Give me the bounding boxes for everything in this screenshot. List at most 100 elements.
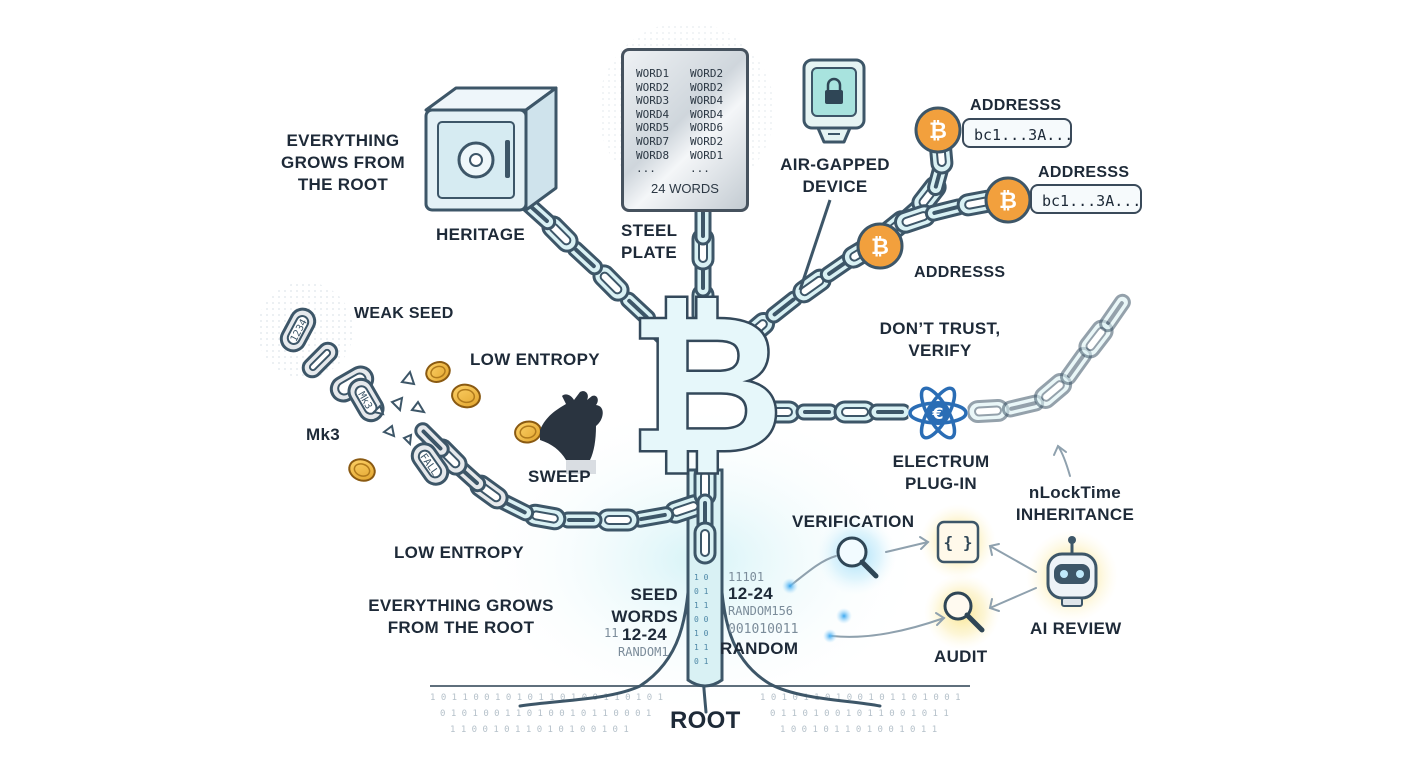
label-binary-trunk-2: 001010011 xyxy=(728,622,799,637)
chain-link xyxy=(894,204,936,234)
svg-text:₿: ₿ xyxy=(929,119,947,144)
chain-link xyxy=(619,291,657,327)
chain-link xyxy=(757,400,801,424)
chain-link xyxy=(566,240,604,276)
bitcoin-coin-icon: ₿ xyxy=(914,106,962,154)
steel-plate-word: ... xyxy=(636,162,656,176)
chain-link xyxy=(301,341,339,379)
label-weak-seed: WEAK SEED xyxy=(354,305,454,322)
label-seed-range: 12-24 xyxy=(622,625,667,644)
steel-plate-word: WORD2 xyxy=(690,134,724,148)
hardware-wallet-icon xyxy=(802,58,866,144)
svg-text:1 0: 1 0 xyxy=(694,573,709,582)
svg-text:0 1: 0 1 xyxy=(694,587,709,596)
label-audit: AUDIT xyxy=(934,647,988,666)
chain-link xyxy=(795,403,839,421)
data-dot-3 xyxy=(823,629,837,643)
label-heritage: HERITAGE xyxy=(436,225,525,244)
code-braces-icon: { } xyxy=(936,520,980,564)
svg-text:₿: ₿ xyxy=(999,189,1017,214)
svg-text:0 1 1 0 1 0 0 1 0 1 1 0 0 1 0: 0 1 1 0 1 0 0 1 0 1 1 0 0 1 0 1 1 xyxy=(770,709,949,719)
svg-text:1 0 0 1 0 1 1 0 1 0 0 1 0 1 1: 1 0 0 1 0 1 1 0 1 0 0 1 0 1 1 xyxy=(780,725,937,735)
chain-link xyxy=(631,506,675,528)
label-steel-plate: STEEL PLATE xyxy=(621,221,678,262)
svg-text:1 0 1 0 1 1 0 1 0 0 1 0 1 1 0: 1 0 1 0 1 1 0 1 0 0 1 0 1 1 0 1 0 0 1 xyxy=(760,693,960,703)
steel-plate-word: WORD4 xyxy=(690,107,724,121)
svg-text:₿: ₿ xyxy=(629,279,784,491)
steel-plate-word: WORD7 xyxy=(636,134,670,148)
chain-link xyxy=(868,403,912,421)
svg-text:0 0: 0 0 xyxy=(694,615,709,624)
broken-chain-shards xyxy=(372,369,426,447)
svg-text:0 1: 0 1 xyxy=(694,657,709,666)
gold-coin-icon xyxy=(425,361,451,383)
steel-plate-word: WORD4 xyxy=(690,94,724,108)
label-nlocktime-inheritance: nLockTime INHERITANCE xyxy=(1015,483,1135,524)
chain-link xyxy=(765,290,803,324)
label-binary-left: 11 xyxy=(604,626,619,640)
chain-link-fall: FALL xyxy=(410,442,450,486)
svg-text:₿: ₿ xyxy=(871,235,889,260)
steel-plate-word: WORD5 xyxy=(636,121,670,135)
gold-coin-icon xyxy=(451,383,481,409)
label-address-2: ADDRESSS xyxy=(1038,164,1130,181)
chain-link xyxy=(559,511,603,529)
chain-link xyxy=(693,521,717,565)
label-trunk-random-small: RANDOM156 xyxy=(728,604,794,618)
robot-icon xyxy=(1046,536,1098,607)
chain-link-mk3: Mk3 xyxy=(347,377,385,423)
audit-magnifier-icon xyxy=(943,591,985,633)
label-grows-root-bottom: EVERYTHING GROWS FROM THE ROOT xyxy=(368,596,554,637)
electrum-icon: € xyxy=(908,383,968,443)
label-root: ROOT xyxy=(670,707,741,734)
bitcoin-coin-icon: ₿ xyxy=(984,176,1032,224)
svg-text:1 1 0 0 1 0 1 1 0 1 0 1 0 0 1: 1 1 0 0 1 0 1 1 0 1 0 1 0 0 1 0 1 xyxy=(450,725,629,735)
electrum-glyph: € xyxy=(931,404,943,423)
label-seed-random-small: RANDOM1 xyxy=(618,645,669,659)
data-dot-2 xyxy=(836,608,852,624)
gold-coin-icon xyxy=(348,458,376,482)
gold-coin-icon xyxy=(514,420,542,444)
label-grows-root-top: EVERYTHING GROWS FROM THE ROOT xyxy=(281,131,405,194)
label-binary-trunk-1: 11101 xyxy=(728,570,765,584)
svg-text:1 1: 1 1 xyxy=(694,643,709,652)
ground-binary: 1 0 1 1 0 0 1 0 1 0 1 1 0 1 0 0 1 1 0 1 … xyxy=(430,693,960,735)
data-dot-1 xyxy=(782,578,798,594)
label-low-entropy-top: LOW ENTROPY xyxy=(470,350,600,369)
label-dont-trust-verify: DON’T TRUST, VERIFY xyxy=(879,319,1001,360)
hand-icon xyxy=(540,391,603,474)
label-trunk-range: 12-24 xyxy=(728,584,773,603)
trunk-binary: 1 00 11 1 0 01 01 1 0 1 xyxy=(694,573,709,666)
device-cable xyxy=(798,199,832,291)
steel-plate-word: WORD4 xyxy=(636,107,670,121)
bitcoin-coins: ₿ ₿ ₿ xyxy=(856,106,1032,270)
address-pill-1[interactable]: bc1...3A... xyxy=(962,118,1073,148)
svg-text:0 1 0 1 0 0 1 1 0 1 0 0 1 0 1: 0 1 0 1 0 0 1 1 0 1 0 0 1 0 1 1 0 0 0 1 xyxy=(440,709,651,719)
gold-coins xyxy=(348,361,542,482)
label-address-3: ADDRESSS xyxy=(914,264,1006,281)
steel-plate-word: WORD6 xyxy=(690,121,724,135)
magnifier-icon xyxy=(836,536,879,579)
address-pill-2[interactable]: bc1...3A... xyxy=(1030,184,1142,214)
label-low-entropy-bottom: LOW ENTROPY xyxy=(394,543,524,562)
label-air-gapped: AIR-GAPPED DEVICE xyxy=(780,155,890,196)
svg-text:1 0: 1 0 xyxy=(694,629,709,638)
steel-plate-count: 24 WORDS xyxy=(651,181,719,196)
label-trunk-random: RANDOM xyxy=(720,639,799,658)
flow-arrows xyxy=(789,444,1071,638)
svg-text:1 0 1 1 0 0 1 0 1 0 1 1 0 1 0: 1 0 1 1 0 0 1 0 1 0 1 1 0 1 0 0 1 1 0 1 … xyxy=(430,693,663,703)
label-seed-words: SEED WORDS xyxy=(611,585,678,626)
chain-link xyxy=(736,311,776,349)
bitcoin-coin-icon: ₿ xyxy=(856,222,904,270)
label-sweep: SWEEP xyxy=(528,467,591,486)
steel-plate-word: WORD8 xyxy=(636,148,670,162)
bitcoin-symbol-icon: ₿ xyxy=(626,277,786,494)
steel-plate-word: WORD2 xyxy=(690,67,724,80)
steel-plate-word: WORD2 xyxy=(690,80,724,94)
label-verification: VERIFICATION xyxy=(792,512,915,531)
label-electrum-plugin: ELECTRUM PLUG-IN xyxy=(892,452,990,493)
